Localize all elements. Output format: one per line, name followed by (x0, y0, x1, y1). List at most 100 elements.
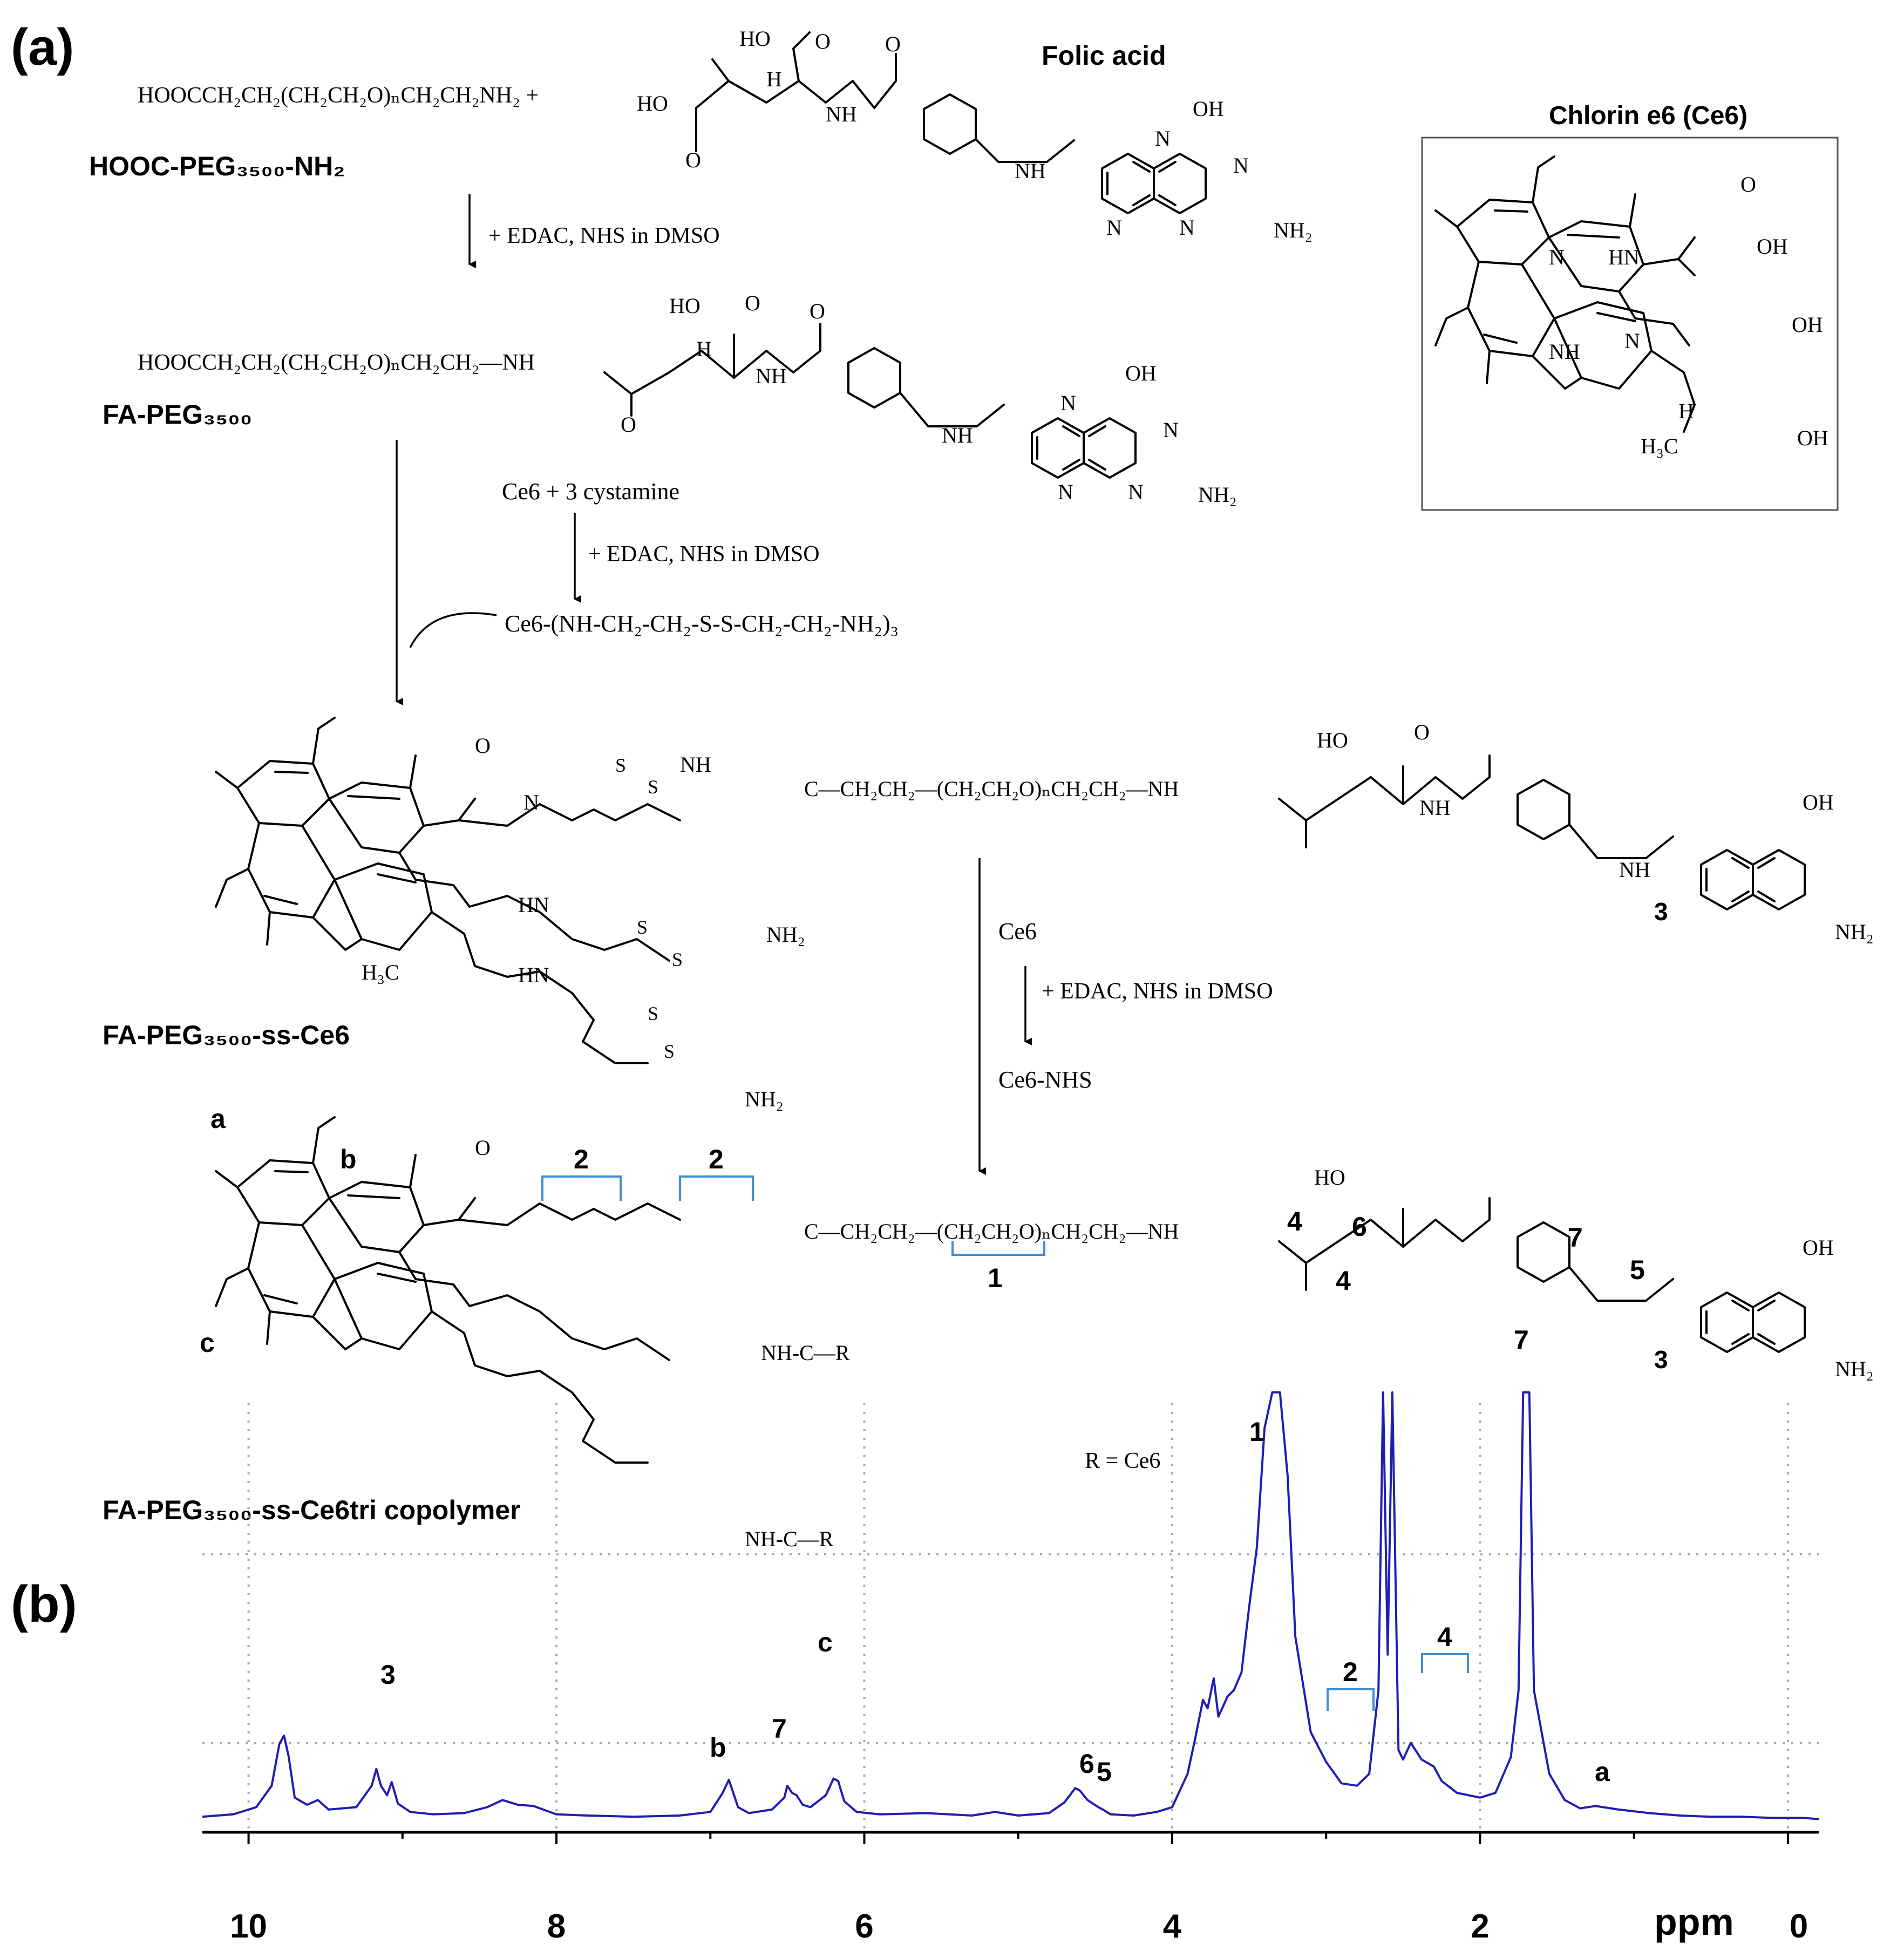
sc-nh2b: NH₂ (745, 1087, 784, 1111)
peg-formula: HOOCCH₂CH₂(CH₂CH₂O)ₙCH₂CH₂NH₂ + (138, 83, 539, 108)
peak-label-7: 7 (772, 1714, 787, 1744)
peak-label-3: 3 (380, 1660, 396, 1690)
ce6-h: H (1678, 399, 1694, 423)
label-b: b (340, 1144, 357, 1174)
x-tick-label: 6 (855, 1908, 873, 1945)
x-tick-label: 0 (1790, 1908, 1808, 1945)
folic-acid-structure: HO O HO O H NH O NH N OH N N N NH₂ (637, 26, 1313, 242)
pr-nhcr1: NH-C—R (761, 1341, 850, 1365)
r-def: R = Ce6 (1085, 1449, 1160, 1473)
fa-n1: N (1155, 126, 1171, 151)
peak-label-c: c (818, 1627, 833, 1657)
folic-acid-title: Folic acid (1042, 40, 1166, 71)
chlorin-title: Chlorin e6 (Ce6) (1549, 101, 1747, 130)
label-1: 1 (988, 1263, 1003, 1293)
fp-n1: N (1163, 418, 1179, 442)
fa-peg-name: FA-PEG₃₅₀₀ (103, 399, 252, 430)
sc-nh-fa2: NH (1619, 858, 1650, 882)
fp-o2: O (621, 412, 636, 437)
sc-nh1: N (523, 790, 539, 814)
sc-ho: HO (1317, 728, 1348, 752)
peak-label-6: 6 (1079, 1749, 1094, 1779)
fp-o3: O (810, 299, 825, 323)
peak-label-a: a (1595, 1757, 1610, 1787)
fa-ho2: HO (637, 91, 668, 115)
fa-n2: N (1233, 153, 1249, 178)
fp-ho: HO (669, 294, 701, 318)
fa-o1: O (815, 29, 831, 53)
fa-peg-folate: HO O O H NH O NH OH N N N N NH₂ (603, 291, 1237, 507)
fp-o1: O (745, 291, 760, 315)
fa-oh: OH (1193, 97, 1224, 121)
label-5: 5 (1630, 1255, 1645, 1285)
label-7a: 7 (1568, 1222, 1583, 1253)
ce6-n2: N (1624, 329, 1640, 353)
x-tick-label: 8 (547, 1908, 566, 1945)
label-7b: 7 (1514, 1325, 1529, 1355)
fp-n2: N (1060, 391, 1076, 415)
chlorin-e6-box: Chlorin e6 (Ce6) O OH OH OH N HN NH N H₃… (1421, 101, 1839, 511)
bracket-1 (951, 1241, 1045, 1256)
label-2a: 2 (574, 1144, 589, 1174)
fa-o3: O (885, 32, 901, 56)
ce6-h3c: H₃C (1641, 434, 1678, 458)
ce6-n1: N (1549, 245, 1565, 269)
peak-bracket-4 (1421, 1653, 1469, 1673)
fa-n4: N (1179, 215, 1195, 240)
spectrum-trace (202, 1391, 1819, 1820)
fa-nh2: NH (1015, 159, 1046, 183)
sc-s4: S (672, 949, 683, 970)
fa-ho: HO (739, 26, 771, 51)
peak-label-b: b (710, 1732, 726, 1763)
bracket-2b (679, 1175, 754, 1201)
sc-h3c: H₃C (362, 960, 399, 984)
ce6-nh2-formula: Ce6-(NH-CH₂-CH₂-S-S-CH₂-CH₂-NH₂)₃ (505, 610, 899, 637)
step1-reagents: + EDAC, NHS in DMSO (488, 223, 720, 248)
pr-chain: C—CH₂CH₂—(CH₂CH₂O)ₙCH₂CH₂—NH (804, 1219, 1179, 1243)
fp-n4: N (1128, 480, 1144, 504)
peak-bracket-2 (1327, 1688, 1375, 1711)
fp-nh2: NH (942, 423, 973, 447)
peak-label-2: 2 (1343, 1657, 1358, 1687)
curved-arrow (409, 612, 497, 648)
sc-o1: O (475, 733, 491, 758)
fp-n3: N (1058, 480, 1073, 504)
sc-hn1: HN (518, 893, 549, 917)
sc-o-fa: O (1414, 720, 1430, 744)
fa-nh2-group: NH₂ (1274, 218, 1313, 242)
label-4b: 4 (1336, 1266, 1351, 1296)
fa-nh1: NH (826, 102, 857, 126)
ce6-o1: O (1740, 172, 1756, 196)
ce6-cystamine: Ce6 + 3 cystamine (502, 478, 679, 505)
product-name: FA-PEG₃₅₀₀-ss-Ce6tri copolymer (103, 1495, 521, 1525)
pr-nhcr2: NH-C—R (745, 1527, 834, 1551)
label-2b: 2 (709, 1144, 724, 1174)
ce6-reagent: Ce6 (998, 918, 1037, 944)
label-a: a (210, 1104, 226, 1134)
fp-nh1: NH (756, 364, 787, 388)
bracket-2a (541, 1175, 622, 1201)
ss-ce6-name: FA-PEG₃₅₀₀-ss-Ce6 (103, 1020, 350, 1050)
peak-label-5: 5 (1097, 1757, 1112, 1787)
sc-chain: C—CH₂CH₂—(CH₂CH₂O)ₙCH₂CH₂—NH (804, 777, 1179, 801)
pr-o: O (475, 1136, 491, 1160)
fp-nh2-group: NH₂ (1198, 482, 1237, 507)
pr-nh2: NH₂ (1835, 1357, 1874, 1381)
sc-s5: S (648, 1003, 658, 1024)
x-axis-unit: ppm (1654, 1901, 1734, 1943)
ce6-oh1: OH (1757, 234, 1788, 259)
label-6: 6 (1352, 1212, 1367, 1242)
panel-b-label: (b) (11, 1575, 77, 1633)
x-tick-label: 2 (1471, 1908, 1489, 1945)
fa-peg-formula: HOOCCH₂CH₂(CH₂CH₂O)ₙCH₂CH₂—NH (138, 350, 535, 375)
step3-reagents: + EDAC, NHS in DMSO (1042, 979, 1273, 1004)
x-tick-label: 10 (230, 1908, 267, 1945)
fa-n3: N (1106, 215, 1122, 240)
ce6-oh3: OH (1797, 426, 1828, 450)
ce6-nh: NH (1549, 339, 1580, 364)
sc-nh2-fa: NH₂ (1835, 920, 1874, 944)
fa-o2: O (685, 148, 701, 172)
sc-nh-link: NH (680, 752, 711, 777)
